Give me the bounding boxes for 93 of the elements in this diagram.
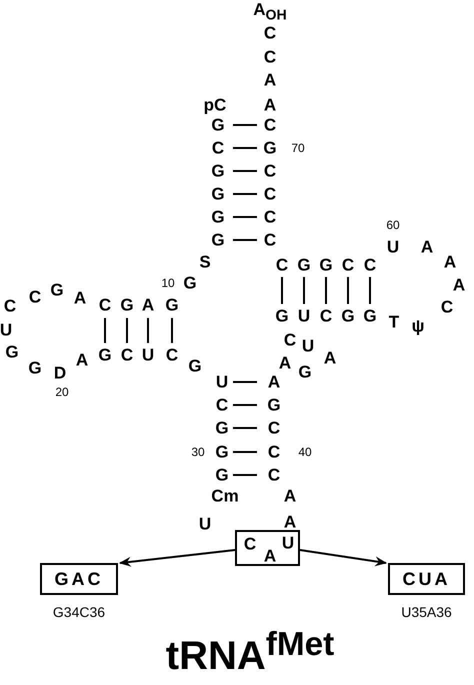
- nucleotide-letter: G: [211, 186, 225, 202]
- nucleotide-letter: C: [120, 346, 134, 364]
- nucleotide-letter: G: [188, 358, 202, 374]
- nucleotide-letter: U: [198, 516, 212, 532]
- nucleotide-letter: Cm: [211, 488, 239, 504]
- nucleotide-letter: ψ: [412, 318, 424, 334]
- nucleotide-letter: G: [28, 360, 42, 376]
- codon-text: C: [244, 536, 256, 552]
- nucleotide-letter: A: [76, 352, 88, 368]
- codon-box: [40, 563, 118, 595]
- nucleotide-letter: C: [264, 162, 276, 180]
- nucleotide-letter: U: [298, 308, 310, 324]
- nucleotide-letter: C: [216, 396, 228, 414]
- nucleotide-letter: A: [444, 254, 456, 270]
- codon-text: U: [282, 534, 294, 552]
- codon-text: A: [264, 548, 276, 564]
- nucleotide-letter: G: [5, 344, 19, 360]
- position-number: 20: [55, 386, 69, 398]
- nucleotide-letter: A: [264, 72, 276, 88]
- nucleotide-letter: C: [264, 208, 276, 226]
- mutation-label: U35A36: [401, 605, 452, 619]
- nucleotide-letter: G: [211, 232, 225, 248]
- nucleotide-letter: C: [284, 332, 296, 348]
- nucleotide-letter: G: [211, 208, 225, 226]
- codon-text: GAC: [54, 570, 104, 588]
- nucleotide-letter: C: [4, 298, 16, 314]
- nucleotide-letter: A: [264, 96, 276, 114]
- nucleotide-letter: G: [275, 308, 289, 324]
- nucleotide-letter: A: [142, 296, 154, 314]
- nucleotide-letter: C: [342, 256, 354, 274]
- nucleotide-letter: G: [215, 420, 229, 436]
- nucleotide-letter: G: [319, 256, 333, 274]
- nucleotide-letter: G: [297, 256, 311, 274]
- nucleotide-letter: U: [0, 322, 12, 338]
- nucleotide-letter: C: [264, 232, 276, 248]
- codon-text: CUA: [402, 570, 450, 588]
- nucleotide-letter: C: [440, 298, 454, 316]
- nucleotide-letter: A: [452, 276, 466, 294]
- arrow: [300, 549, 387, 566]
- nucleotide-letter: C: [276, 256, 288, 274]
- nucleotide-letter: G: [211, 116, 225, 134]
- nucleotide-letter: A: [278, 354, 292, 372]
- nucleotide-letter: D: [54, 364, 66, 382]
- position-number: 60: [386, 219, 400, 231]
- nucleotide-letter: A: [74, 290, 86, 306]
- nucleotide-letter: A: [284, 488, 296, 504]
- nucleotide-letter: A: [268, 374, 280, 390]
- nucleotide-letter: C: [28, 288, 42, 306]
- nucleotide-letter: A: [420, 238, 434, 256]
- position-number: 30: [191, 446, 205, 458]
- nucleotide-letter: C: [166, 346, 178, 364]
- nucleotide-letter: C: [268, 466, 280, 484]
- nucleotide-letter: G: [165, 296, 179, 314]
- nucleotide-letter: C: [264, 48, 276, 66]
- nucleotide-letter: G: [50, 282, 64, 298]
- nucleotide-letter: G: [341, 308, 355, 324]
- nucleotide-letter: C: [268, 420, 280, 436]
- nucleotide-letter: U: [302, 338, 314, 354]
- nucleotide-letter: C: [268, 444, 280, 460]
- position-number: 70: [291, 142, 305, 154]
- nucleotide-letter: C: [320, 308, 332, 324]
- nucleotide-letter: C: [264, 116, 276, 134]
- nucleotide-letter: A: [284, 514, 296, 530]
- position-number: 10: [161, 277, 175, 289]
- arrow: [119, 549, 236, 567]
- nucleotide-letter: G: [263, 140, 277, 156]
- nucleotide-letter: A: [324, 350, 336, 366]
- title: tRNA$^{fMet}$: [166, 628, 334, 676]
- nucleotide-letter: C: [98, 296, 112, 314]
- nucleotide-letter: C: [212, 140, 224, 156]
- codon-box: [235, 530, 300, 566]
- nucleotide-letter: G: [215, 466, 229, 484]
- nucleotide-letter: U: [216, 374, 228, 390]
- mutation-label: G34C36: [52, 605, 106, 619]
- position-number: 40: [298, 446, 312, 458]
- nucleotide-letter: G: [183, 274, 197, 292]
- nucleotide-letter: A$_{OH}$: [253, 1, 287, 23]
- nucleotide-letter: G: [363, 308, 377, 324]
- nucleotide-letter: C: [264, 24, 276, 42]
- nucleotide-letter: G: [215, 444, 229, 460]
- nucleotide-letter: C: [264, 186, 276, 202]
- nucleotide-letter: T: [388, 314, 400, 330]
- nucleotide-letter: G: [211, 162, 225, 180]
- nucleotide-letter: S: [199, 254, 211, 270]
- nucleotide-letter: G: [267, 396, 281, 414]
- nucleotide-letter: pC: [204, 96, 226, 114]
- nucleotide-letter: U: [386, 238, 400, 256]
- nucleotide-letter: G: [120, 296, 134, 314]
- nucleotide-letter: U: [142, 346, 154, 364]
- nucleotide-letter: C: [364, 256, 376, 274]
- codon-box: [388, 563, 465, 595]
- nucleotide-letter: G: [298, 364, 312, 380]
- nucleotide-letter: G: [98, 346, 112, 364]
